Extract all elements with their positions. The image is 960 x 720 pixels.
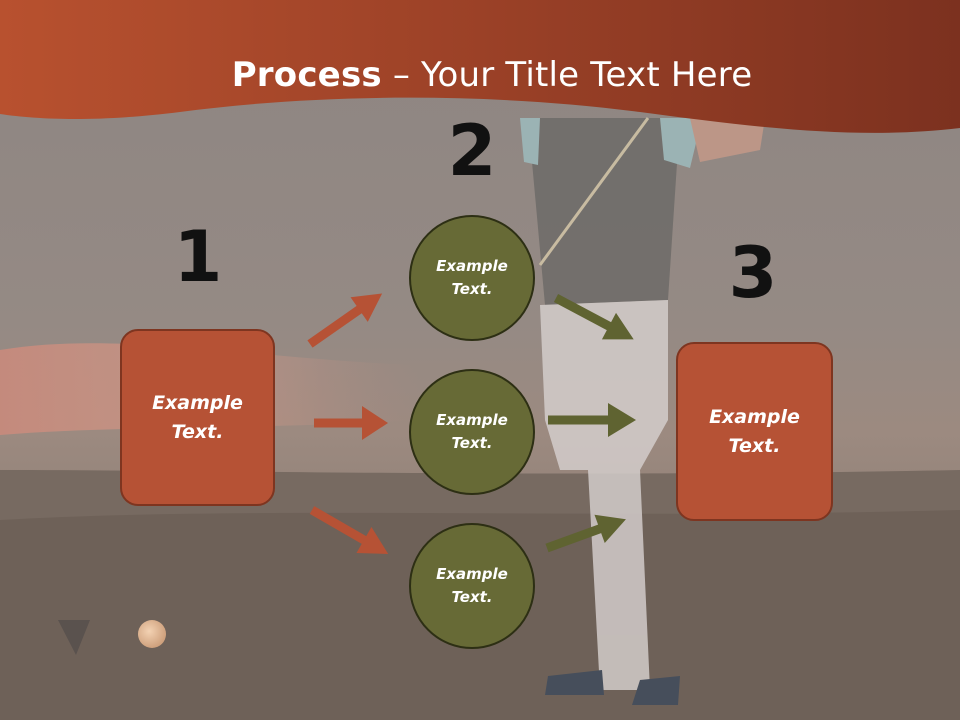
process-circle-top[interactable]: Example Text. [409,215,535,341]
tee [58,620,90,655]
title-bold: Process [231,55,382,95]
step-number-1: 1 [173,216,223,298]
arrow-right-icon [314,406,388,440]
step-number-3: 3 [728,232,778,314]
left-process-box[interactable]: Example Text. [120,329,275,506]
circle-middle-line2: Text. [451,434,493,452]
step-number-2: 2 [447,110,497,192]
left-box-line2: Text. [171,420,224,443]
arrow-down-right-icon [553,294,634,340]
left-box-line1: Example [152,391,243,414]
arrow-up-right-icon [545,514,626,553]
process-circle-bottom[interactable]: Example Text. [409,523,535,649]
olive-arrows [545,294,636,553]
circle-top-line2: Text. [451,280,493,298]
arrow-right-up-icon [307,293,383,348]
process-circle-middle[interactable]: Example Text. [409,369,535,495]
right-box-line1: Example [709,405,800,428]
arrow-right-olive-icon [548,403,636,437]
circle-middle-line1: Example [436,411,508,429]
golfer [520,117,765,705]
right-process-box[interactable]: Example Text. [676,342,833,521]
right-box-line2: Text. [728,434,781,457]
circle-top-line1: Example [436,257,508,275]
title-rest: – Your Title Text Here [381,55,753,95]
page-title: Process – Your Title Text Here [0,52,960,98]
header-band [0,0,960,133]
circle-bottom-line2: Text. [451,588,493,606]
arrow-right-down-icon [309,506,389,554]
circle-bottom-line1: Example [436,565,508,583]
orange-arrows [307,293,389,554]
golf-ball [138,620,166,648]
